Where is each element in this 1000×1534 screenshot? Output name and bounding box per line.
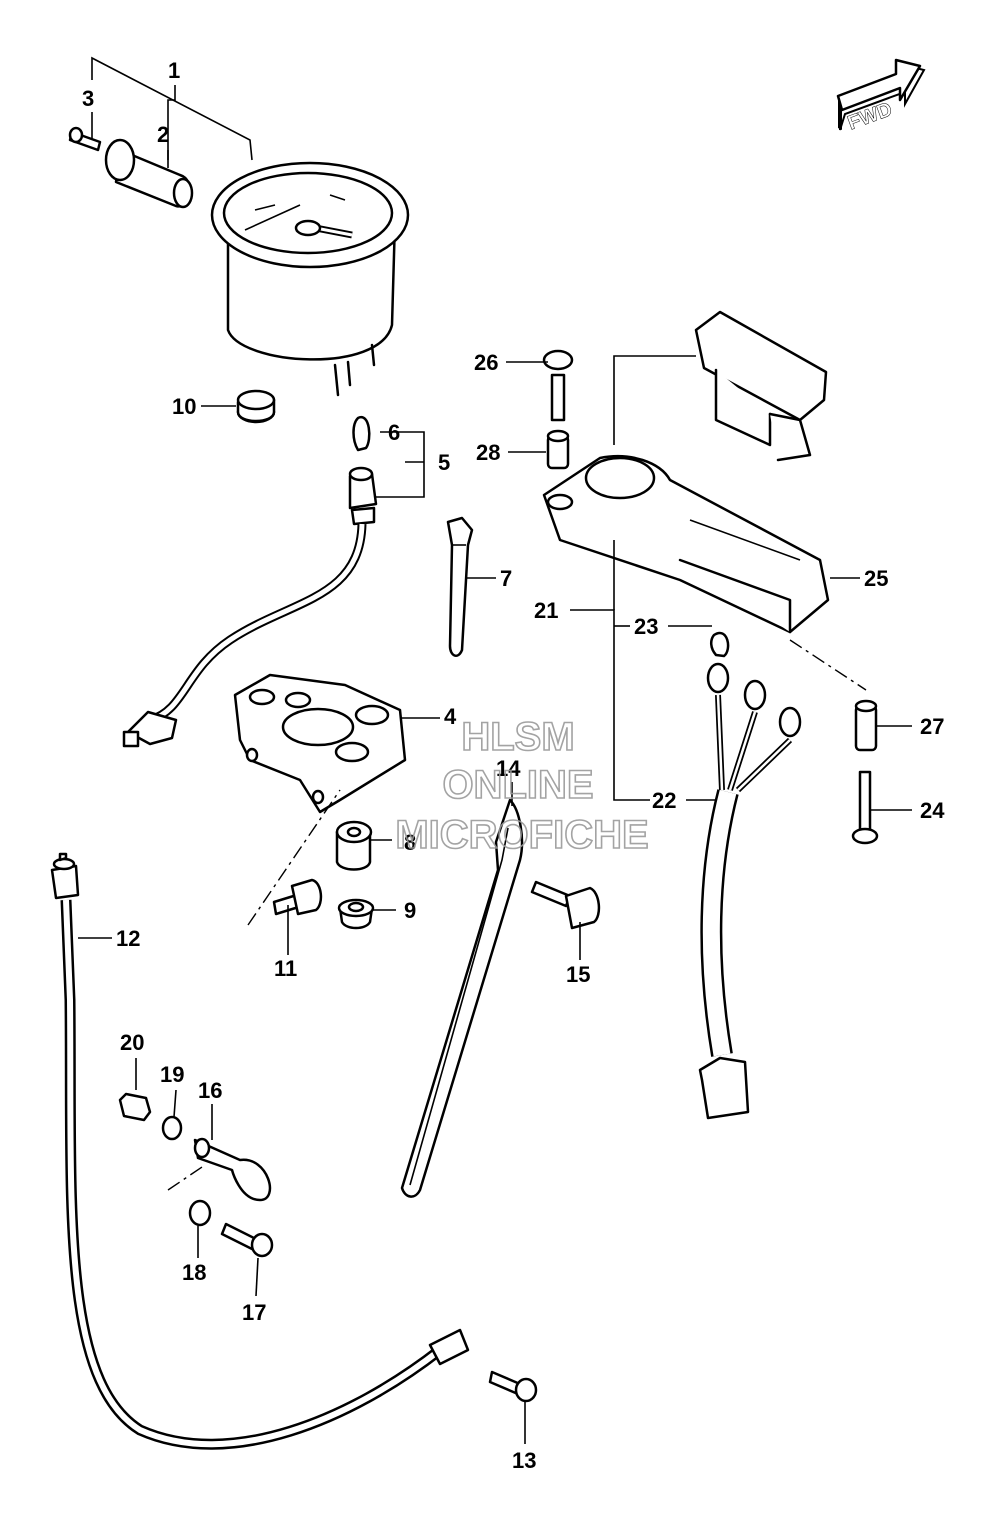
callout-3: 3 xyxy=(82,86,94,111)
callout-12: 12 xyxy=(116,926,140,951)
callout-18: 18 xyxy=(182,1260,206,1285)
callout-4: 4 xyxy=(444,704,457,729)
callout-15: 15 xyxy=(566,962,590,987)
screw-24 xyxy=(851,770,879,845)
callout-2: 2 xyxy=(157,122,169,147)
callout-26: 26 xyxy=(474,350,498,375)
callout-6: 6 xyxy=(388,420,400,445)
reset-knob xyxy=(104,138,194,209)
callout-5: 5 xyxy=(438,450,450,475)
bulb-socket-5 xyxy=(122,466,378,748)
callout-22: 22 xyxy=(652,788,676,813)
callout-28: 28 xyxy=(476,440,500,465)
callout-7: 7 xyxy=(500,566,512,591)
indicator-housing-25 xyxy=(542,455,830,634)
callout-10: 10 xyxy=(172,394,196,419)
callout-21: 21 xyxy=(534,598,558,623)
screw-13 xyxy=(488,1370,538,1403)
cable-tie-7 xyxy=(446,516,474,658)
screw-3 xyxy=(68,126,102,152)
dash-line-16 xyxy=(167,1164,206,1191)
washer-19 xyxy=(161,1115,183,1141)
indicator-lamp-block xyxy=(694,310,828,462)
spacer-28 xyxy=(546,429,570,470)
spacer-27 xyxy=(854,699,878,752)
bulb-23 xyxy=(710,631,730,658)
callout-16: 16 xyxy=(198,1078,222,1103)
washer-18 xyxy=(188,1199,212,1227)
callout-1: 1 xyxy=(168,58,180,83)
bulb-6 xyxy=(352,415,371,452)
callout-9: 9 xyxy=(404,898,416,923)
stay-14-inner xyxy=(409,827,509,1186)
callout-24: 24 xyxy=(920,798,945,823)
leader-lines xyxy=(78,56,912,1444)
cap-10 xyxy=(236,389,276,424)
clamp-16 xyxy=(193,1137,272,1202)
speedometer-cable-12 xyxy=(50,852,470,1450)
callout-11: 11 xyxy=(274,956,297,981)
screw-26 xyxy=(542,349,574,422)
watermark-line1: HLSM xyxy=(461,715,574,759)
callout-27: 27 xyxy=(920,714,944,739)
callout-14: 14 xyxy=(496,756,521,781)
callout-23: 23 xyxy=(634,614,658,639)
watermark-line3: MICROFICHE xyxy=(395,813,648,857)
bracket-4 xyxy=(233,673,407,814)
callout-13: 13 xyxy=(512,1448,536,1473)
callout-19: 19 xyxy=(160,1062,184,1087)
wire-harness-22 xyxy=(698,662,802,1120)
callout-labels: 1 2 3 4 5 6 7 8 9 10 11 12 13 14 15 16 1… xyxy=(82,58,945,1473)
callout-20: 20 xyxy=(120,1030,144,1055)
bolt-15 xyxy=(530,880,601,930)
watermark-line2: ONLINE xyxy=(442,763,593,807)
bushing-8 xyxy=(335,820,373,871)
callout-25: 25 xyxy=(864,566,888,591)
callout-17: 17 xyxy=(242,1300,266,1325)
collar-9 xyxy=(337,898,375,930)
watermark: HLSM ONLINE MICROFICHE xyxy=(395,714,650,858)
dash-line-27 xyxy=(789,639,867,691)
screw-17 xyxy=(220,1222,274,1258)
nut-20 xyxy=(118,1092,152,1122)
fwd-arrow-icon: FWD xyxy=(836,58,926,135)
stay-14 xyxy=(400,798,524,1198)
speedometer xyxy=(210,161,410,397)
dash-line-11 xyxy=(247,789,341,926)
bolt-11 xyxy=(272,878,323,916)
callout-8: 8 xyxy=(404,830,416,855)
